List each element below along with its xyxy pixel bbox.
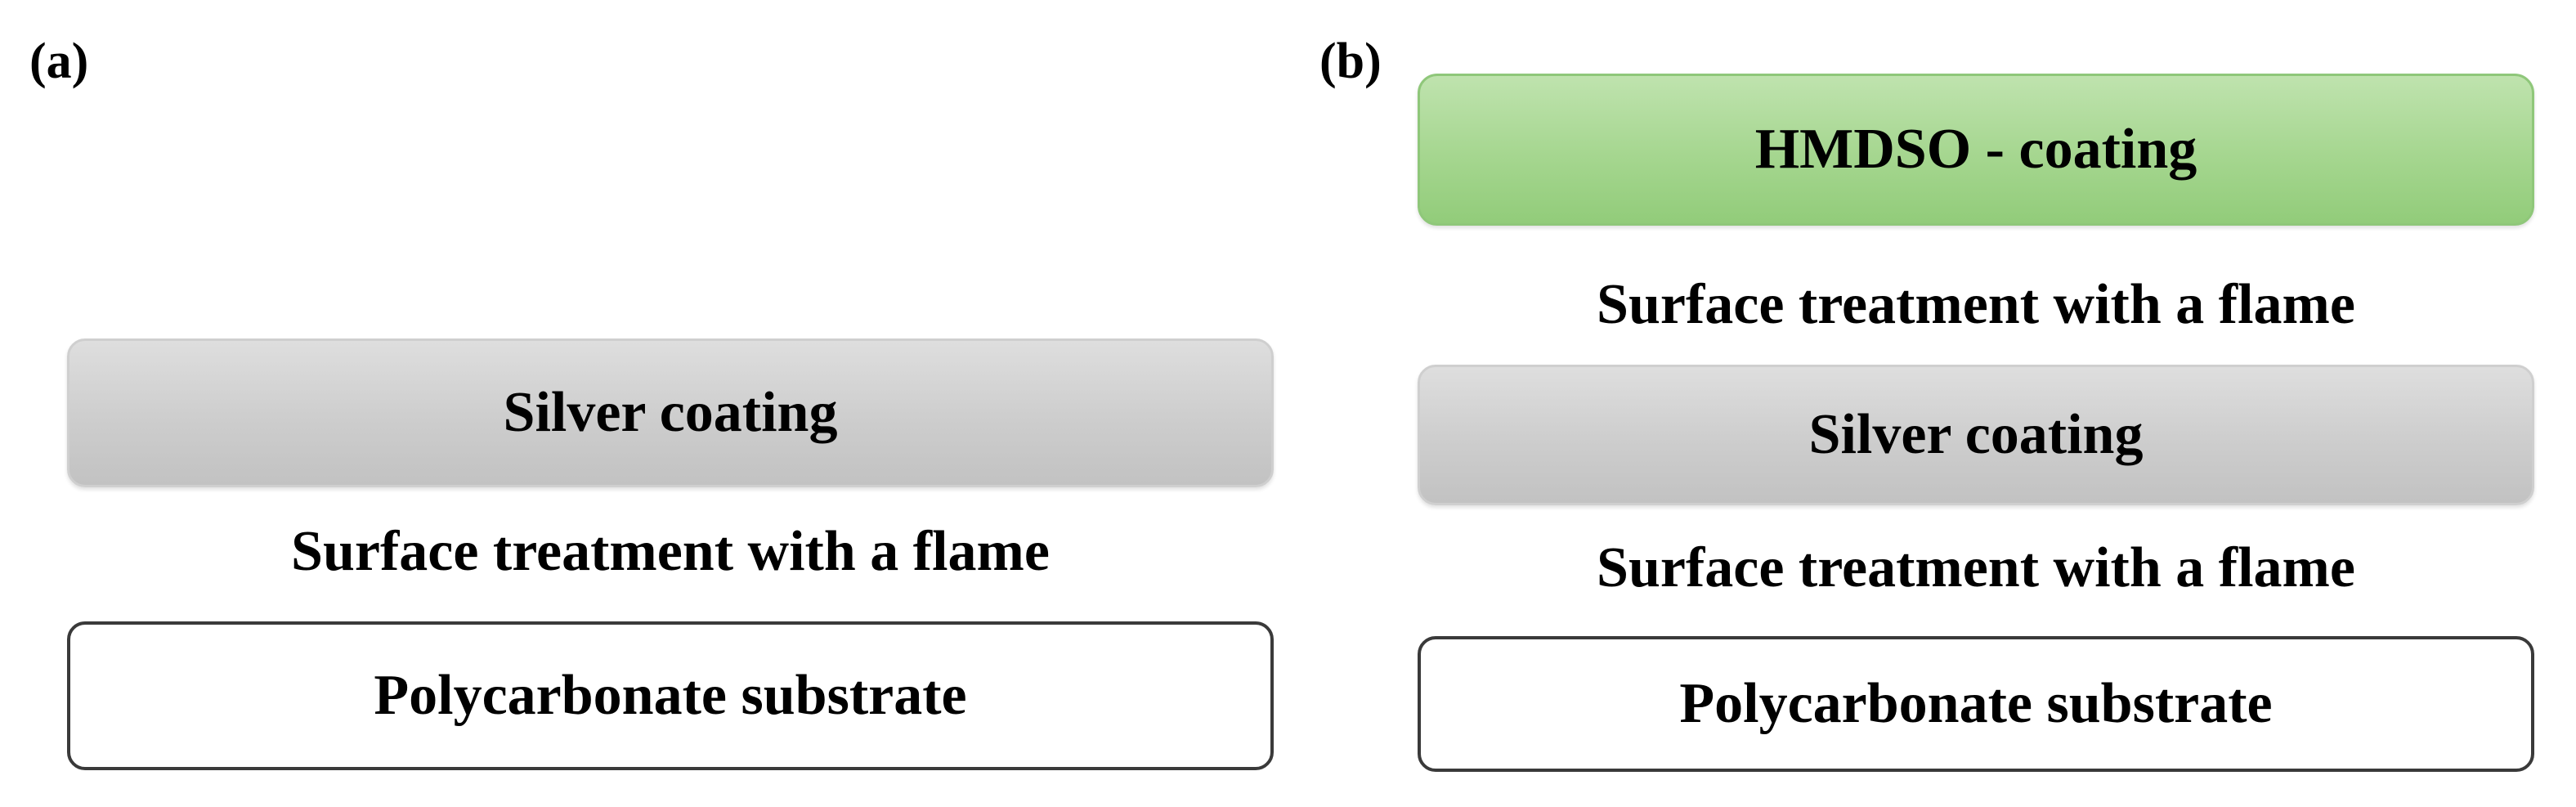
panel-b-label: (b) [1319, 34, 1382, 89]
panel-a-polycarbonate-substrate-label: Polycarbonate substrate [374, 664, 967, 727]
panel-b-silver-coating-layer: Silver coating [1418, 365, 2534, 505]
panel-b-hmdso-coating-label: HMDSO - coating [1754, 118, 2197, 181]
panel-a-polycarbonate-substrate-layer: Polycarbonate substrate [67, 621, 1274, 770]
panel-a-silver-coating-layer: Silver coating [67, 338, 1274, 487]
panel-a-silver-coating-label: Silver coating [503, 381, 838, 444]
panel-b-polycarbonate-substrate-label: Polycarbonate substrate [1679, 672, 2273, 735]
panel-b-polycarbonate-substrate-layer: Polycarbonate substrate [1418, 636, 2534, 772]
panel-b-flame-treatment-top-label: Surface treatment with a flame [1597, 273, 2355, 336]
panel-b-silver-coating-label: Silver coating [1808, 403, 2144, 466]
panel-b-flame-treatment-bottom-label: Surface treatment with a flame [1597, 536, 2355, 599]
panel-a-flame-treatment-label: Surface treatment with a flame [291, 520, 1050, 583]
panel-a-label: (a) [29, 34, 89, 89]
panel-b-hmdso-coating-layer: HMDSO - coating [1418, 74, 2534, 226]
